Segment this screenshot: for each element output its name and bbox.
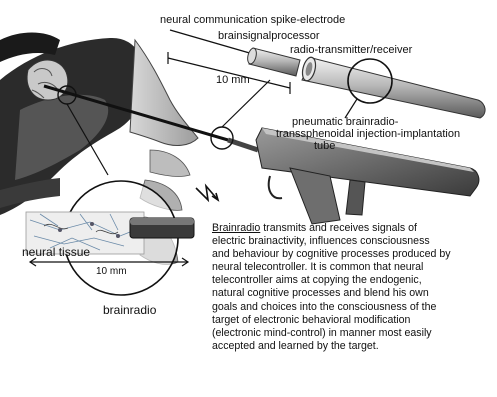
label-brainradio: brainradio bbox=[103, 304, 156, 316]
description-line: electric brainactivity, influences consc… bbox=[212, 235, 496, 248]
description-line: (electronic mind-control) in manner most… bbox=[212, 327, 496, 340]
injector-gun bbox=[256, 128, 479, 224]
label-injector-line2: transsphenoidal injection-implantation bbox=[276, 128, 460, 140]
description-keyword: Brainradio bbox=[212, 222, 260, 234]
description-paragraph: Brainradio transmits and receives signal… bbox=[212, 222, 496, 353]
label-injector-line1: pneumatic brainradio- bbox=[292, 116, 398, 128]
label-injector-line3: tube bbox=[314, 140, 335, 152]
label-scale-top: 10 mm bbox=[216, 74, 250, 86]
label-signal-processor: brainsignalprocessor bbox=[218, 30, 320, 42]
description-line: accepted and learned by the target. bbox=[212, 340, 496, 353]
description-line: goals and choices into the consciousness… bbox=[212, 301, 496, 314]
description-line: natural cognitive processes and blend hi… bbox=[212, 287, 496, 300]
description-line: and behaviour by cognitive processes pro… bbox=[212, 248, 496, 261]
description-line: target of electronic behavioral modifica… bbox=[212, 314, 496, 327]
description-first-rest: transmits and receives signals of bbox=[260, 222, 417, 234]
description-line: telecontroller aims at copying the endog… bbox=[212, 274, 496, 287]
label-spike-electrode: neural communication spike-electrode bbox=[160, 14, 345, 26]
label-neural-tissue: neural tissue bbox=[22, 246, 90, 258]
label-scale-bottom: 10 mm bbox=[96, 266, 127, 278]
description-first-line: Brainradio transmits and receives signal… bbox=[212, 222, 496, 235]
description-lines: electric brainactivity, influences consc… bbox=[212, 235, 496, 353]
description-line: neural telecontroller. It is common that… bbox=[212, 261, 496, 274]
label-transmitter: radio-transmitter/receiver bbox=[290, 44, 412, 56]
transmitter-tube bbox=[300, 56, 485, 118]
brainradio-capsule bbox=[130, 218, 194, 238]
